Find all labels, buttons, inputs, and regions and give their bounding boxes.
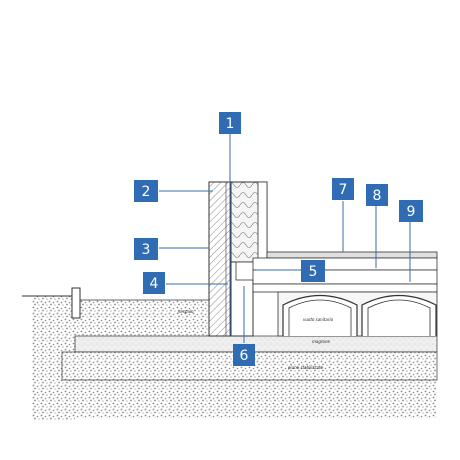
callout-8: 8: [366, 184, 388, 206]
callout-8-number: 8: [373, 188, 382, 204]
callout-2-number: 2: [142, 184, 151, 200]
lean-concrete-band: magrone: [74, 335, 438, 353]
subsoil: [22, 295, 437, 420]
callout-6-number: 6: [240, 348, 249, 364]
callout-4-number: 4: [150, 276, 159, 292]
callout-5-number: 5: [309, 264, 318, 280]
slab-band-label: magrone: [312, 339, 331, 344]
wall-masonry: [208, 181, 268, 337]
floor-layers: [252, 251, 438, 293]
callout-5: 5: [301, 260, 325, 282]
subbase-label: piano stabilizzato: [287, 365, 324, 370]
callout-3-number: 3: [142, 242, 151, 258]
callout-6: 6: [233, 344, 255, 366]
callout-4: 4: [143, 272, 165, 294]
callout-2: 2: [134, 180, 158, 202]
callout-7-number: 7: [339, 182, 348, 198]
callout-3: 3: [134, 238, 158, 260]
stake: [71, 287, 81, 319]
callout-1: 1: [219, 112, 241, 134]
crawl-space-label: vuoto sanitario: [303, 317, 334, 322]
callout-9-number: 9: [407, 204, 416, 220]
callout-9: 9: [399, 200, 423, 222]
leader-lines: [159, 133, 411, 343]
callout-7: 7: [332, 178, 354, 200]
crawl-space-formwork: vuoto sanitario: [277, 291, 438, 337]
ground-fill-layer: vespaio: [75, 299, 230, 336]
callout-1-number: 1: [226, 116, 235, 132]
ground-fill-label: vespaio: [178, 309, 194, 314]
